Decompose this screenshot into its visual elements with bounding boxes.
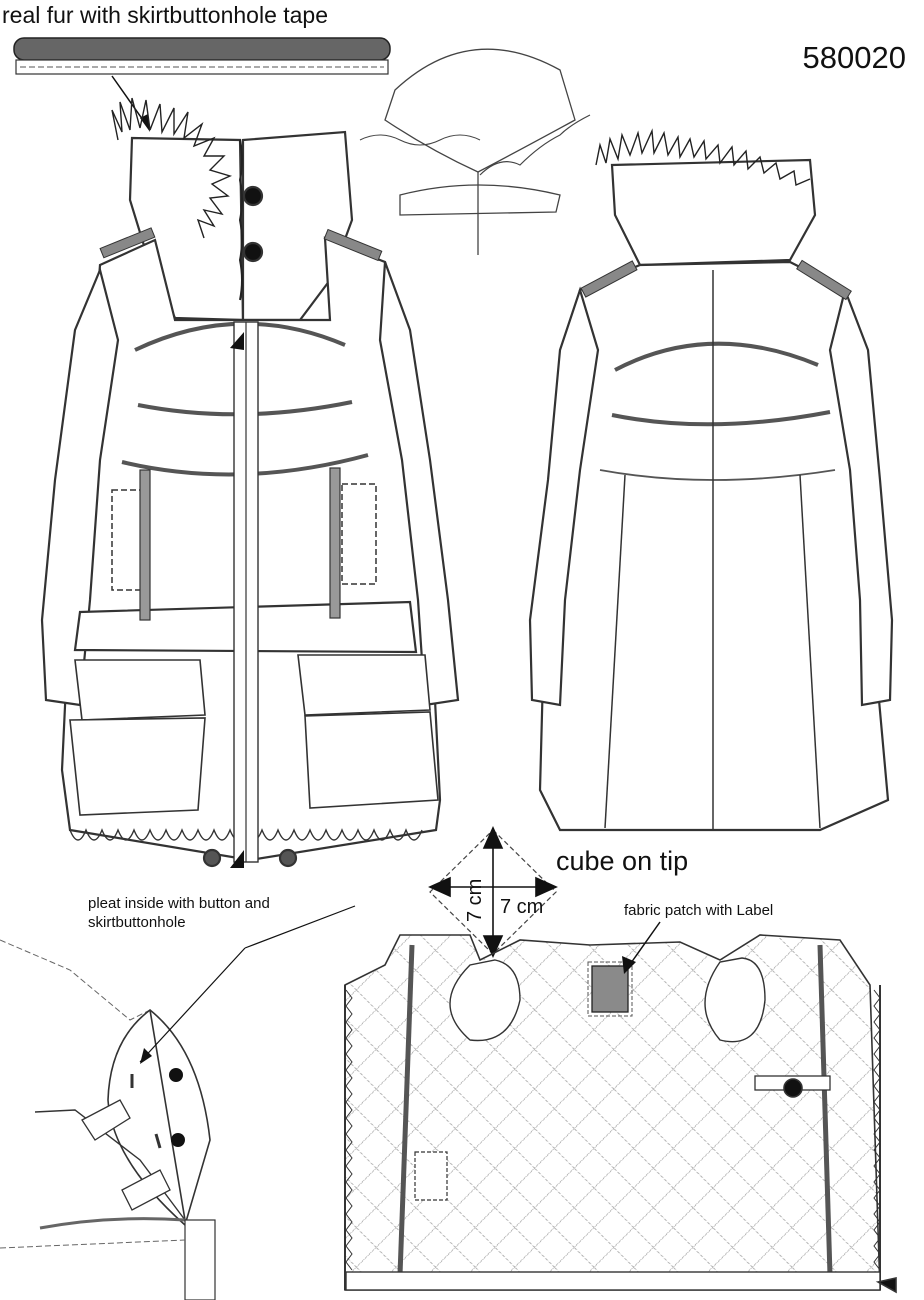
front-fur-trim — [111, 97, 233, 239]
front-sleeve-right — [378, 261, 460, 707]
front-sleeve-left — [40, 266, 120, 707]
back-collar — [610, 158, 817, 267]
front-cargo-pocket-right — [297, 654, 431, 716]
lining-zip-right — [873, 989, 881, 1271]
back-shoulder-tape-left — [580, 260, 638, 298]
back-yoke-lower — [611, 410, 831, 427]
lining-corner-marker — [875, 1277, 897, 1294]
patch-pointer-arrowhead — [622, 956, 636, 974]
pleat-note-label: pleat inside with button and skirtbutton… — [88, 895, 270, 931]
front-fur-collar-edge — [238, 139, 243, 301]
back-view-jacket — [528, 128, 894, 832]
front-zip-tape-left — [139, 469, 151, 621]
front-chest-pocket-right — [341, 483, 377, 585]
style-number: 580020 — [802, 40, 906, 75]
back-panel-seam-left — [604, 474, 626, 829]
collar-detail-sketch — [359, 48, 591, 255]
lining-hem-band — [345, 1271, 881, 1291]
inside-pocket-button — [783, 1078, 803, 1098]
pleat-toggle-lower — [121, 1169, 171, 1211]
front-chest-pocket-left — [111, 489, 145, 591]
pleat-toggle-upper — [81, 1099, 131, 1141]
front-pouch-right — [304, 711, 439, 809]
pleat-pointer-arrowhead — [140, 1048, 152, 1064]
inside-phone-pocket — [414, 1151, 448, 1201]
shoulder-tape-right — [323, 228, 383, 262]
pleat-buttonhole-lower — [154, 1133, 162, 1149]
fur-tape-swatch — [13, 37, 391, 75]
lining-facing-right — [817, 944, 833, 1276]
lining-armhole-left — [449, 959, 521, 1042]
back-panel-seam-right — [799, 474, 821, 829]
collar-button-upper — [242, 185, 264, 207]
front-zip-tape-right — [329, 467, 341, 619]
zip-pull-bottom — [230, 850, 244, 868]
zip-pull-top — [230, 332, 244, 350]
back-shoulder-tape-right — [796, 259, 852, 301]
quilt-dimension-diagram — [428, 826, 558, 958]
collar-button-lower — [242, 241, 264, 263]
back-fur-trim — [595, 128, 811, 187]
back-sleeve-left — [528, 286, 600, 707]
lining-zip-left — [345, 989, 353, 1271]
back-sleeve-right — [828, 286, 894, 707]
pleat-flap — [107, 1008, 211, 1227]
fur-tape-label: real fur with skirtbuttonhole tape — [2, 2, 329, 28]
front-pouch-left — [69, 717, 206, 816]
hem-cord-stopper-left — [202, 848, 222, 868]
cube-on-tip-label: cube on tip — [556, 846, 689, 876]
pleat-pointer-line-2 — [139, 947, 246, 1063]
pleat-pointer-line — [244, 905, 356, 949]
fabric-patch-label-note: fabric patch with Label — [624, 902, 774, 919]
fabric-patch-label — [591, 965, 629, 1013]
pleat-button-upper — [169, 1068, 183, 1082]
dimension-horizontal-label: 7 cm — [500, 896, 544, 918]
hem-cord-stopper-right — [278, 848, 298, 868]
front-cargo-pocket-left — [74, 659, 206, 721]
lining-armhole-right — [704, 957, 766, 1043]
dimension-vertical-label: 7 cm — [464, 878, 486, 922]
pleat-detail-diagram — [0, 939, 216, 1300]
front-view-jacket — [40, 97, 460, 868]
shoulder-tape-left — [99, 227, 156, 259]
lining-facing-left — [397, 944, 415, 1276]
pleat-button-lower — [171, 1133, 185, 1147]
inside-lining-view — [344, 934, 897, 1294]
